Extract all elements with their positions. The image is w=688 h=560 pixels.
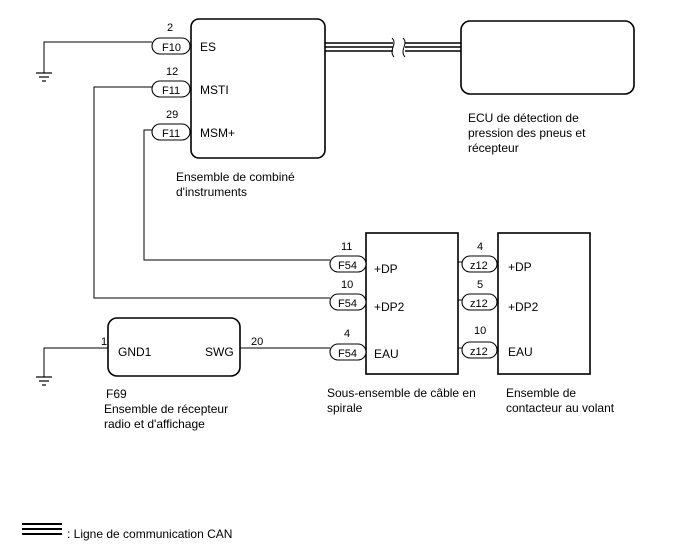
msm-wire	[143, 129, 330, 261]
meter-connector-f10	[151, 37, 191, 55]
meter-caption-line1: Ensemble de combiné	[176, 170, 295, 184]
combination-meter-box	[190, 18, 326, 159]
meter-connector-f11-a	[151, 80, 191, 98]
meter-pin-2: 2	[167, 22, 173, 34]
spiral-connector-f54-b-label: F54	[338, 298, 357, 310]
meter-connector-f10-label: F10	[162, 42, 181, 54]
can-bus-line	[325, 37, 461, 58]
es-ground-wire	[43, 41, 152, 73]
ground-symbol-icon	[36, 376, 52, 386]
radio-caption-line2: radio et d'affichage	[104, 417, 205, 431]
switch-connector-z12-c-label: z12	[470, 346, 488, 358]
radio-terminal-gnd1: GND1	[118, 345, 152, 359]
steering-switch-box	[497, 232, 591, 375]
switch-pin-4: 4	[477, 241, 483, 253]
radio-receiver-box	[107, 317, 241, 377]
meter-pin-29: 29	[166, 109, 178, 121]
tpms-caption-line3: récepteur	[468, 141, 519, 155]
spiral-caption-line1: Sous-ensemble de câble en	[327, 386, 476, 400]
legend-text: : Ligne de communication CAN	[67, 527, 232, 541]
switch-pin-5: 5	[477, 279, 483, 291]
tpms-caption-line2: pression des pneus et	[468, 126, 586, 140]
switch-terminal-dp: +DP	[508, 260, 532, 274]
meter-connector-f11-b-label: F11	[162, 128, 180, 140]
switch-terminal-dp2: +DP2	[508, 300, 539, 314]
spiral-connector-f54-a-label: F54	[338, 260, 357, 272]
spiral-connector-f54-a	[329, 255, 367, 273]
meter-terminal-msm: MSM+	[200, 126, 235, 140]
spiral-terminal-dp2: +DP2	[374, 300, 405, 314]
ground-symbol-icon	[36, 72, 52, 82]
spiral-pin-10: 10	[341, 279, 353, 291]
spiral-terminal-dp: +DP	[374, 262, 398, 276]
msti-wire	[93, 86, 330, 299]
spiral-connector-f54-c	[329, 343, 367, 361]
switch-connector-z12-a	[461, 255, 498, 273]
switch-pin-10: 10	[474, 325, 486, 337]
meter-connector-f11-a-label: F11	[162, 85, 180, 97]
switch-connector-z12-b-label: z12	[470, 298, 488, 310]
spiral-pin-11: 11	[341, 241, 352, 253]
spiral-caption-line2: spirale	[327, 401, 363, 415]
switch-caption-line2: contacteur au volant	[506, 401, 615, 415]
radio-pin-1: 1	[101, 336, 107, 348]
meter-pin-12: 12	[166, 66, 178, 78]
gnd1-ground-wire	[43, 347, 108, 377]
spiral-terminal-eau: EAU	[374, 347, 399, 361]
switch-terminal-eau: EAU	[508, 345, 533, 359]
switch-connector-z12-a-label: z12	[470, 260, 488, 272]
radio-terminal-swg: SWG	[205, 345, 234, 359]
can-line-legend-icon	[22, 523, 62, 535]
radio-pin-20: 20	[251, 336, 263, 348]
switch-caption-line1: Ensemble de	[506, 386, 576, 400]
tpms-caption-line1: ECU de détection de	[468, 111, 579, 125]
spiral-pin-4: 4	[344, 328, 350, 340]
spiral-connector-f54-b	[329, 293, 367, 311]
tpms-ecu-box	[460, 20, 635, 95]
radio-connector-code: F69	[106, 387, 127, 401]
meter-terminal-es: ES	[200, 40, 216, 54]
switch-connector-z12-c	[461, 341, 498, 359]
radio-caption-line1: Ensemble de récepteur	[104, 402, 228, 416]
meter-terminal-msti: MSTI	[200, 83, 229, 97]
meter-caption-line2: d'instruments	[176, 185, 247, 199]
spiral-connector-f54-c-label: F54	[338, 348, 357, 360]
switch-connector-z12-b	[461, 293, 498, 311]
meter-connector-f11-b	[151, 123, 191, 141]
